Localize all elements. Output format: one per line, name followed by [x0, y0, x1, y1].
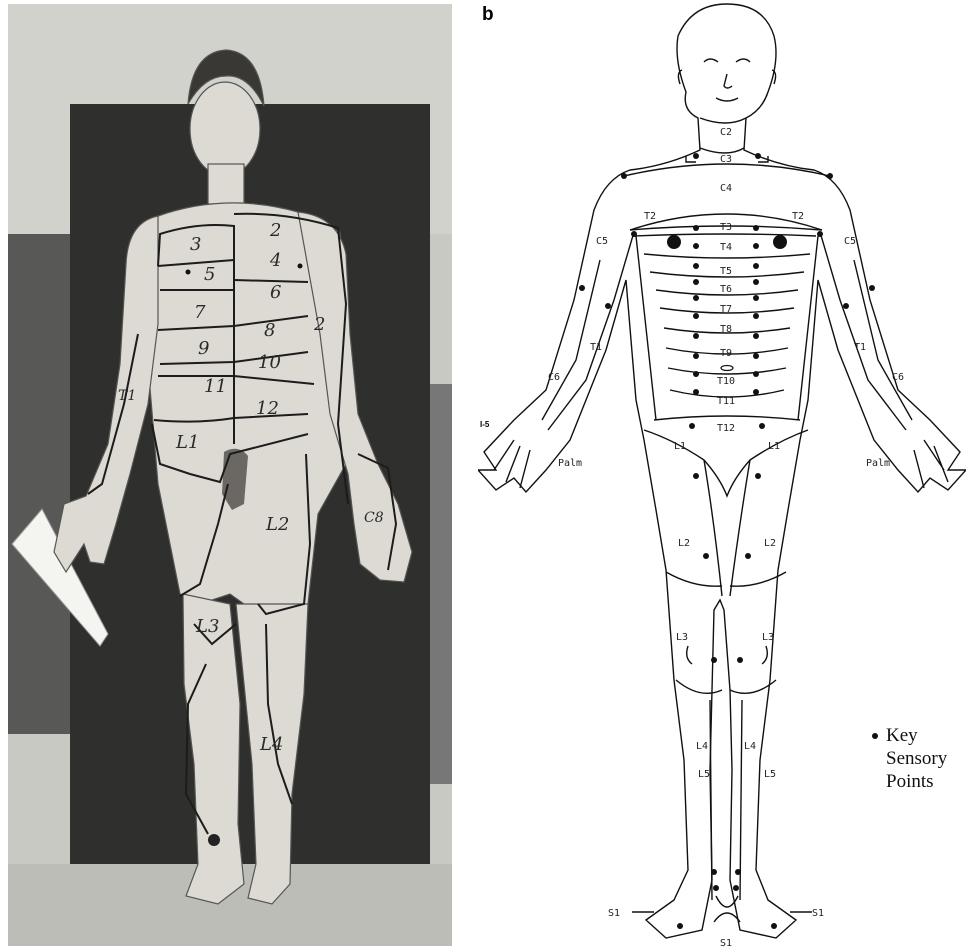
label-t6: T6 [720, 284, 732, 295]
photo-mark-8: 8 [264, 320, 275, 341]
label-t7: T7 [720, 304, 732, 315]
label-palm-right: Palm [866, 458, 890, 469]
photo-mark-l2: L2 [265, 514, 289, 535]
photo-mark-2-side: 2 [313, 314, 325, 335]
label-l4-right: L4 [744, 741, 756, 752]
label-c3: C3 [720, 154, 732, 165]
label-c2: C2 [720, 127, 732, 138]
label-palm-left: Palm [558, 458, 582, 469]
photo-mark-l3: L3 [195, 616, 219, 637]
photo-mark-9: 9 [198, 338, 209, 359]
label-t2-right: T2 [792, 211, 804, 222]
label-l3-right: L3 [762, 632, 774, 643]
legend-line-2: Sensory [886, 747, 947, 770]
label-t5: T5 [720, 266, 732, 277]
body-outline [478, 4, 966, 938]
photo-mark-l1: L1 [175, 432, 199, 453]
label-l3-left: L3 [676, 632, 688, 643]
label-l5-right: L5 [764, 769, 776, 780]
label-t4: T4 [720, 242, 732, 253]
photo-mark-3: 3 [190, 234, 201, 255]
photo-mark-11: 11 [204, 376, 227, 397]
photo-mark-7: 7 [194, 302, 206, 323]
photo-mark-6: 6 [270, 282, 281, 303]
label-s1-left: S1 [608, 908, 620, 919]
dermatome-diagram: C2 C3 C4 T2 T2 C5 C5 T3 T4 T5 T6 T7 T8 T… [478, 0, 966, 950]
label-l5-left: L5 [698, 769, 710, 780]
label-c4: C4 [720, 183, 732, 194]
photo-mark-t1: T1 [118, 388, 136, 404]
label-t11: T11 [717, 396, 735, 407]
label-l4-left: L4 [696, 741, 708, 752]
label-t8: T8 [720, 324, 732, 335]
key-point-dot-icon [872, 733, 878, 739]
label-t1-left: T1 [590, 342, 602, 353]
label-c6-left: C6 [548, 372, 560, 383]
label-c5-left: C5 [596, 236, 608, 247]
label-l2-left: L2 [678, 538, 690, 549]
label-t2-left: T2 [644, 211, 656, 222]
photo-mark-5: 5 [204, 264, 215, 285]
label-s1-center: S1 [720, 938, 732, 949]
label-t1-right: T1 [854, 342, 866, 353]
label-l2-right: L2 [764, 538, 776, 549]
label-s1-right: S1 [812, 908, 824, 919]
label-l1-right: L1 [768, 441, 780, 452]
photo-mark-l4: L4 [259, 734, 283, 755]
photo-mark-10: 10 [258, 352, 281, 373]
historical-photo: 3 2 4 5 6 7 8 9 10 11 12 2 L1 L2 L3 L4 C… [8, 4, 452, 946]
photo-mark-4: 4 [269, 250, 281, 271]
photo-mark-c8: C8 [364, 510, 384, 526]
label-c6-right: C6 [892, 372, 904, 383]
label-l1-left: L1 [674, 441, 686, 452]
label-c5-right: C5 [844, 236, 856, 247]
label-t3: T3 [720, 222, 732, 233]
label-t9: T9 [720, 348, 732, 359]
photo-mark-12: 12 [256, 398, 279, 419]
legend-line-3: Points [886, 770, 934, 793]
photo-mark-2: 2 [269, 220, 281, 241]
label-t12: T12 [717, 423, 735, 434]
legend-line-1: Key [886, 724, 918, 747]
label-t10: T10 [717, 376, 735, 387]
